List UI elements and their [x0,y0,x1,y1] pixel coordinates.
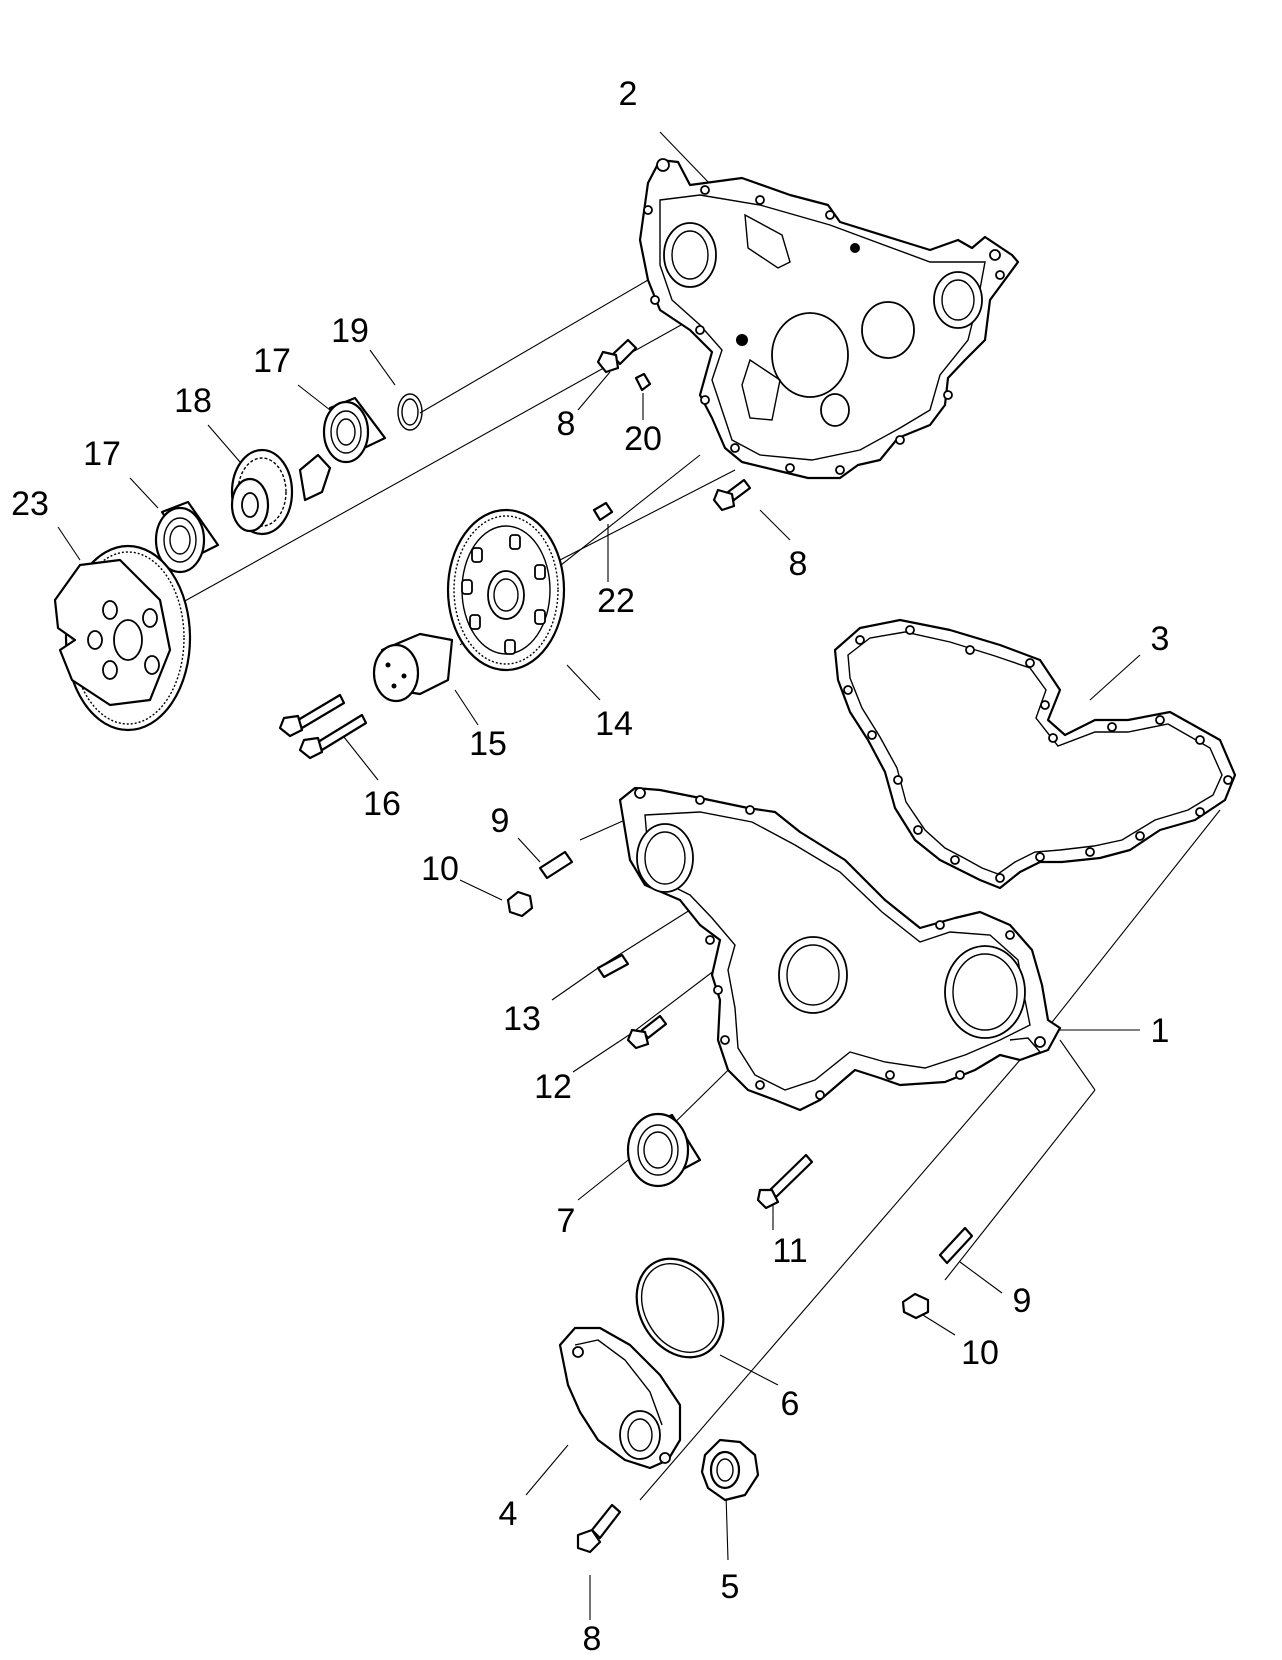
callout-5: 5 [721,1568,740,1606]
bolt-12 [626,1014,668,1050]
callout-12: 12 [534,1068,572,1106]
callout-20: 20 [624,420,662,458]
front-timing-cover [618,786,1062,1112]
camshaft-gear [446,508,566,672]
callout-9: 9 [491,802,510,840]
callout-16: 16 [363,785,401,823]
oil-seal [626,1112,702,1188]
callout-19: 19 [331,312,369,350]
callout-15: 15 [469,725,507,763]
callout-6: 6 [781,1385,800,1423]
callout-8: 8 [583,1620,602,1658]
callout-4: 4 [499,1495,518,1533]
gasket-bolt-holes [843,625,1233,883]
callout-23: 23 [11,485,49,523]
callout-10: 10 [961,1334,999,1372]
dowel-pin-9-upper [538,850,574,880]
callout-8: 8 [557,405,576,443]
callout-14: 14 [595,705,633,743]
callout-9: 9 [1013,1282,1032,1320]
callout-13: 13 [503,1000,541,1038]
bolts-long [278,693,368,760]
bolt-upper [596,338,638,374]
callout-8: 8 [789,545,808,583]
circlip [397,393,423,431]
callout-18: 18 [174,382,212,420]
bearing-upper [322,396,387,464]
callout-labels: 2 19 17 18 17 23 8 20 8 22 3 14 15 16 9 … [11,75,1169,1658]
large-drive-gear [53,544,192,732]
bolt-11 [756,1153,814,1210]
pump-housing [558,1326,682,1470]
callout-7: 7 [557,1202,576,1240]
gasket [833,618,1237,890]
hub [372,632,454,703]
bolt-mid [712,478,752,512]
bolt-bottom [576,1503,622,1554]
filler-cap [700,1438,760,1502]
dowel-pin-9-lower [938,1226,974,1265]
nut-10-lower [901,1292,930,1320]
callout-2: 2 [619,75,638,113]
callout-17: 17 [83,435,121,473]
dowel-pin-13 [596,953,630,979]
callout-22: 22 [597,582,635,620]
callout-10: 10 [421,850,459,888]
dowel-pin-22 [592,501,614,522]
idler-gear-shaft [230,448,332,536]
o-ring [635,1257,725,1359]
callout-11: 11 [772,1232,807,1270]
bearing-lower [154,500,220,574]
rear-timing-housing [638,158,1020,480]
nut-10-upper [506,890,534,918]
callout-3: 3 [1151,620,1170,658]
callout-17: 17 [253,342,291,380]
callout-1: 1 [1151,1012,1170,1050]
dowel-pin-20 [634,372,652,392]
